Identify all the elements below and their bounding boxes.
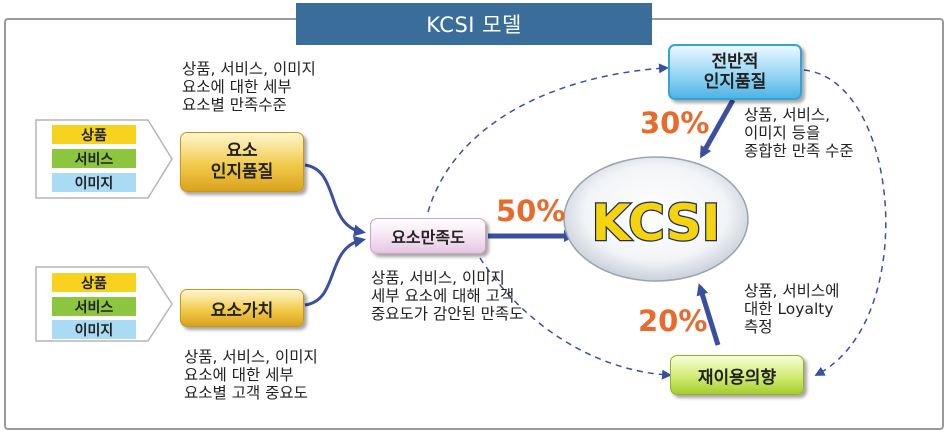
dashed-link-to-overall-quality [427,63,669,213]
kcsi-label: KCSI [592,194,721,252]
node-element-quality: 요소 인지품질 [180,132,304,192]
caption-line: 세부 요소에 대해 고객 [371,287,515,305]
caption-line: 요소별 만족수준 [182,96,287,114]
caption-line: 종합한 만족 수준 [744,142,854,160]
weight-satisfaction: 50% [496,194,566,228]
caption-line: 상품, 서비스, 이미지 [184,348,318,366]
caption-line: 상품, 서비스, 이미지 [182,60,316,78]
caption-line: 요소별 고객 중요도 [184,384,308,402]
chip-image: 이미지 [52,320,136,339]
caption-line: 측정 [744,318,773,336]
caption-element-quality: 상품, 서비스, 이미지 요소에 대한 세부 요소별 만족수준 [182,60,316,114]
caption-line: 상품, 서비스, [744,106,831,124]
caption-line: 요소에 대한 세부 [182,78,292,96]
caption-line: 상품, 서비스, 이미지 [371,269,505,287]
link-value-to-satisfaction [304,235,366,307]
node-overall-quality-line1: 전반적 [711,52,759,72]
weight-overall-quality: 30% [640,106,710,140]
chip-service: 서비스 [52,297,136,316]
caption-line: 요소에 대한 세부 [184,366,294,384]
node-overall-quality: 전반적 인지품질 [668,44,802,100]
dashed-link-to-repurchase [479,257,672,380]
caption-line: 상품, 서비스에 [744,282,840,300]
link-quality-to-satisfaction [304,163,366,237]
node-element-quality-line2: 인지품질 [210,162,274,182]
caption-line: 중요도가 감안된 만족도 [371,305,524,323]
caption-line: 대한 Loyalty [744,300,834,318]
chip-service: 서비스 [52,149,136,168]
caption-repurchase: 상품, 서비스에 대한 Loyalty 측정 [744,282,839,336]
node-repurchase-intention: 재이용의향 [670,355,804,395]
dashed-link-overall-to-repurchase [803,69,887,376]
node-element-value: 요소가치 [180,289,304,327]
caption-element-value: 상품, 서비스, 이미지 요소에 대한 세부 요소별 고객 중요도 [184,348,318,402]
chip-image: 이미지 [52,173,136,192]
caption-overall-quality: 상품, 서비스, 이미지 등을 종합한 만족 수준 [744,106,854,160]
weight-repurchase: 20% [638,304,708,338]
kcsi-ellipse [563,156,749,282]
chip-product: 상품 [52,273,136,292]
caption-line: 이미지 등을 [744,124,821,142]
node-element-quality-line1: 요소 [226,141,258,161]
link-repurchase-to-kcsi [696,283,721,346]
diagram-title: KCSI 모델 [296,3,652,45]
node-overall-quality-line2: 인지품질 [703,72,767,92]
caption-element-satisfaction: 상품, 서비스, 이미지 세부 요소에 대해 고객 중요도가 감안된 만족도 [371,269,523,323]
node-element-satisfaction: 요소만족도 [370,218,486,254]
chip-product: 상품 [52,125,136,144]
link-overall-to-kcsi [699,98,736,159]
